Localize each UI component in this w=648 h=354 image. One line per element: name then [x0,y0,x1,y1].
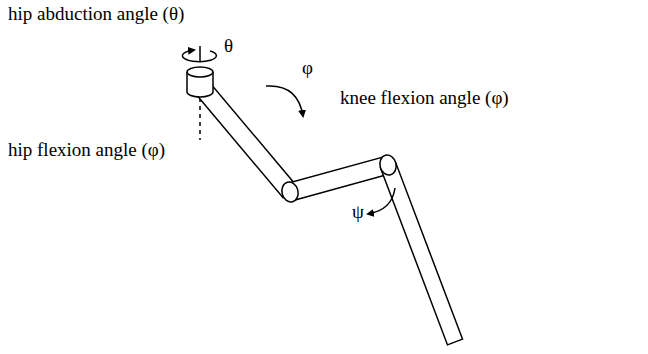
angle-caption: hip flexion angle (φ) [8,140,165,161]
ankle-joint [378,153,399,176]
angle-symbol: ψ [352,202,364,223]
hip-cylinder-top [187,67,213,77]
knee-joint [280,180,301,203]
thigh-link [193,79,297,198]
angle-arc [266,86,303,116]
shank-link [288,156,391,200]
angle-symbol: θ [224,36,233,57]
angle-caption: knee flexion angle (φ) [340,88,509,109]
foot-link [381,162,463,345]
axis-stub [199,46,201,62]
angle-arc [368,188,395,214]
angle-caption: hip abduction angle (θ) [8,4,184,25]
angle-symbol: φ [302,58,313,79]
axis-line [199,98,201,140]
